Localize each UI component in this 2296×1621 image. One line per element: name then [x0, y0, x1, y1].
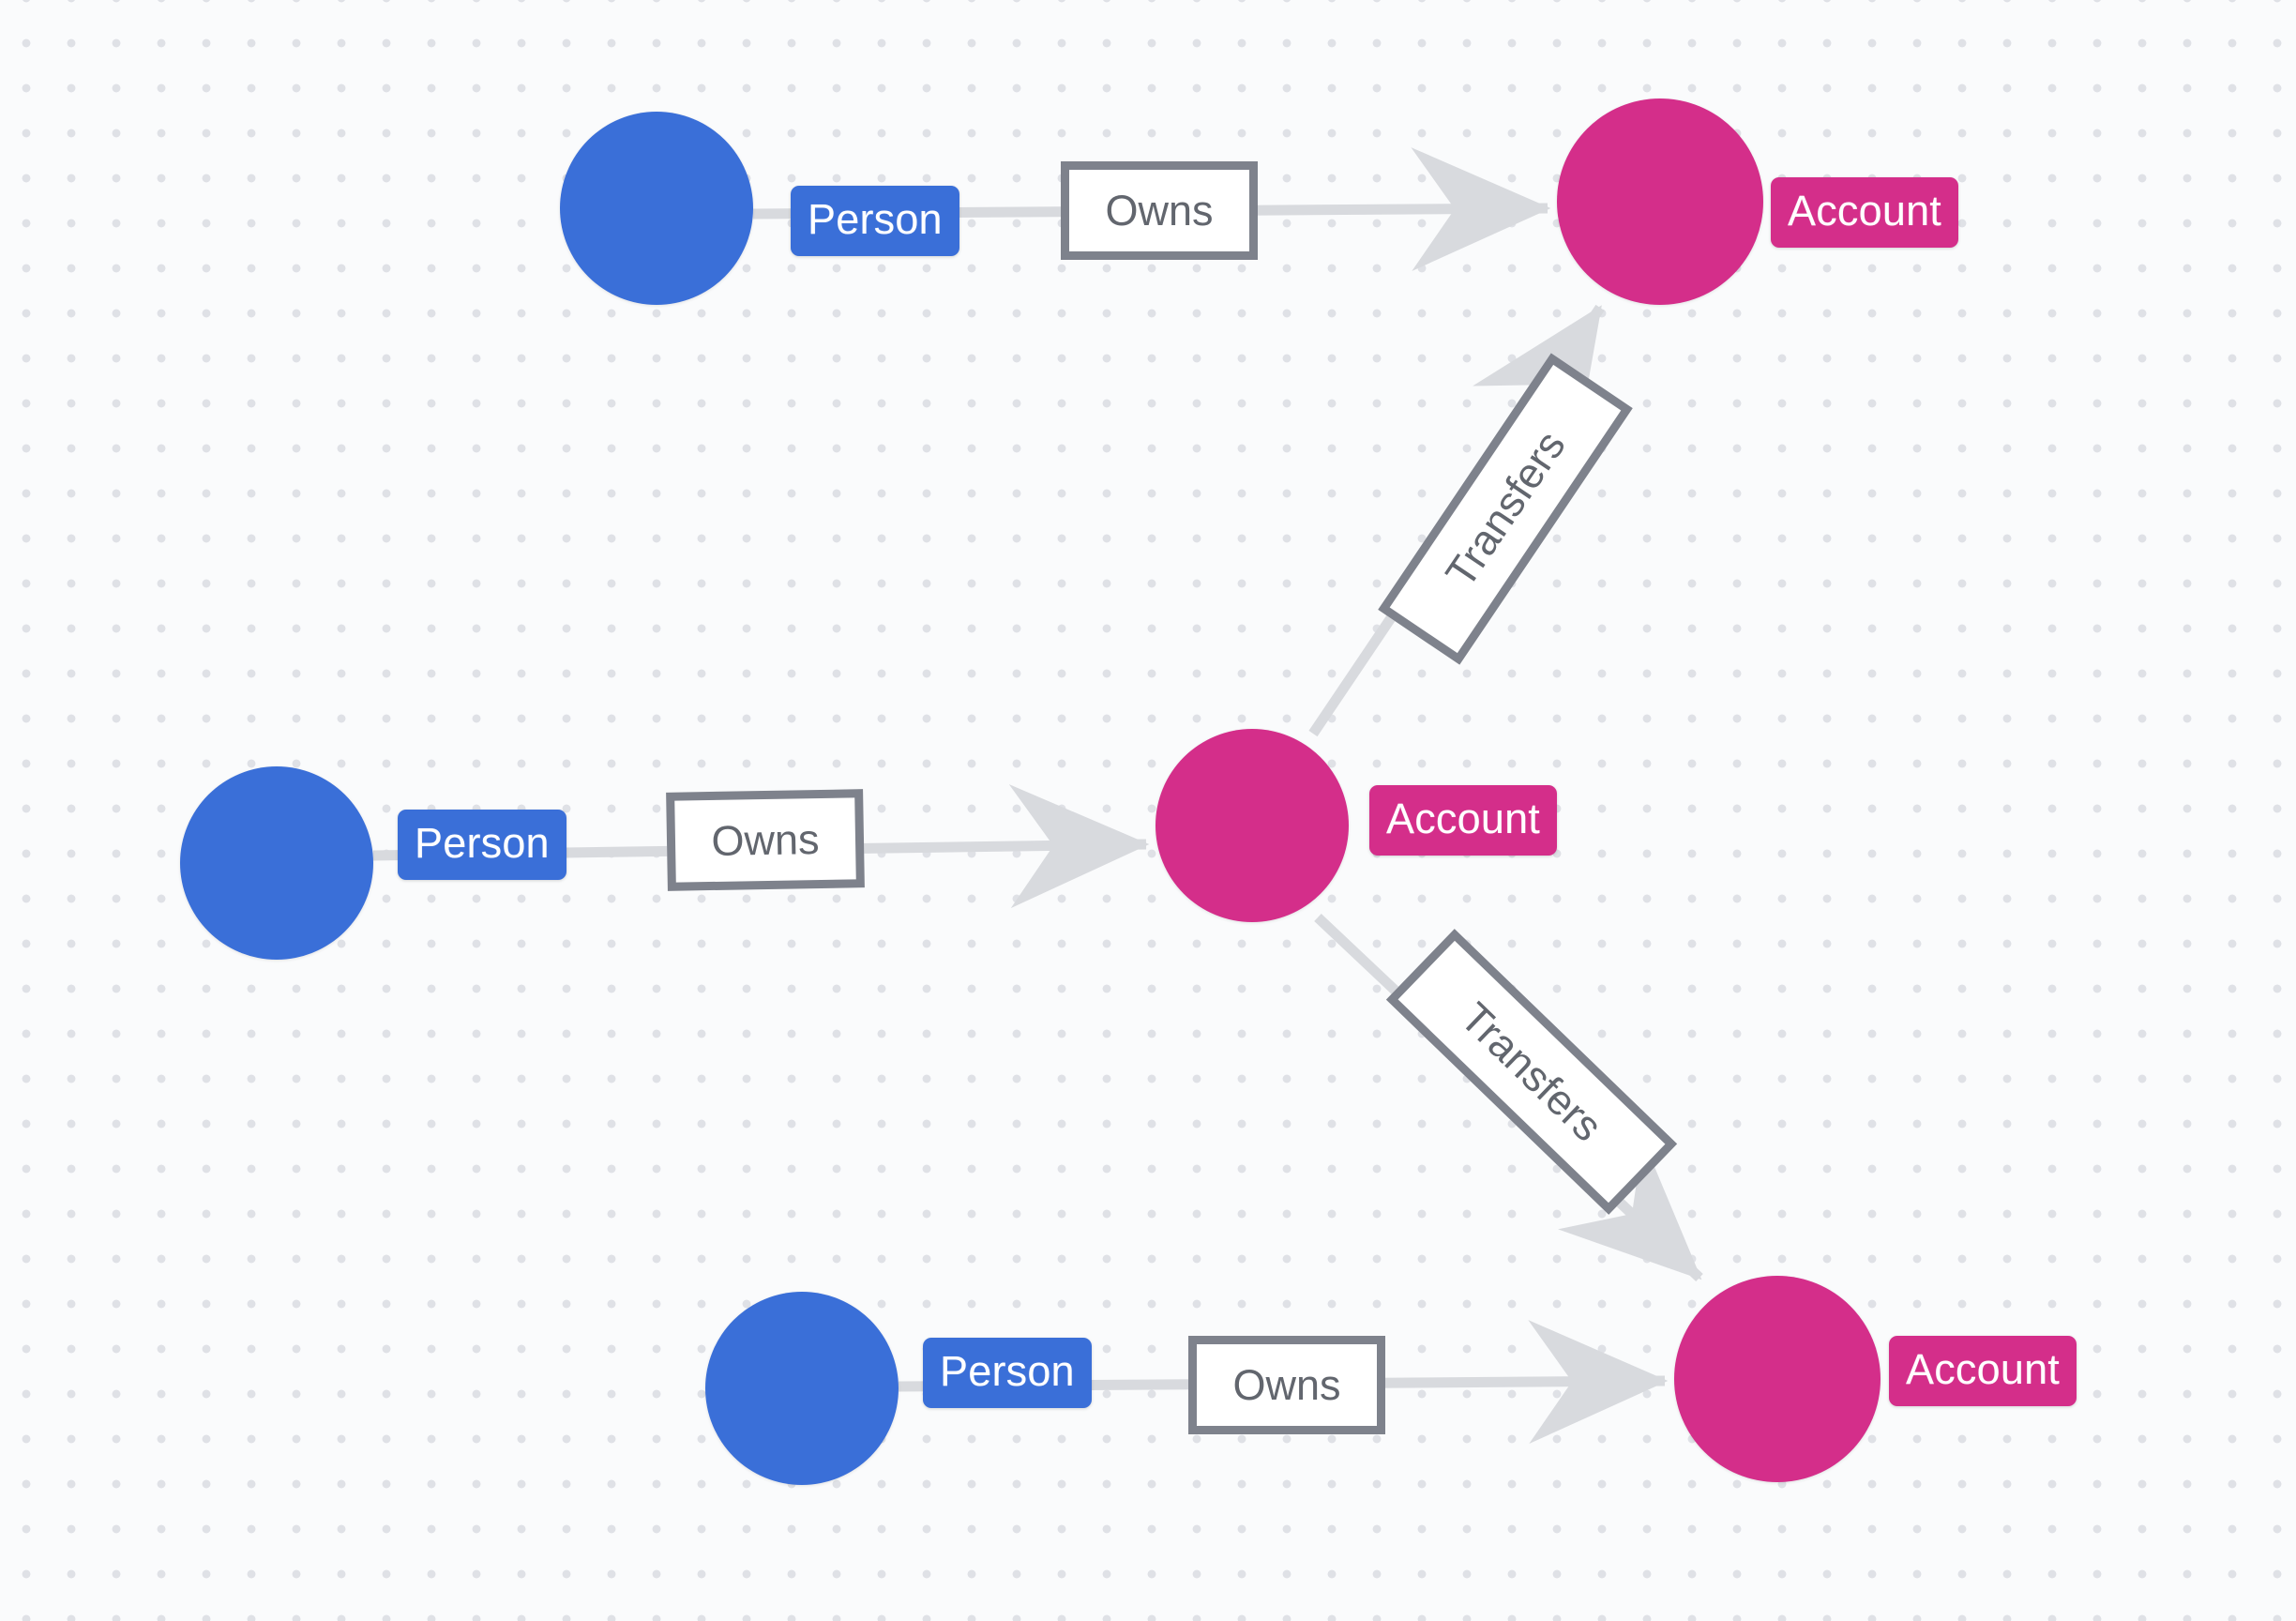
node-label-person-1[interactable]: Person: [791, 186, 959, 256]
edge-label-owns-2[interactable]: Owns: [666, 789, 865, 891]
node-label-account-3[interactable]: Account: [1889, 1336, 2077, 1406]
edge-label-transfers-2[interactable]: Transfers: [1385, 929, 1678, 1215]
node-circle-person-3[interactable]: [705, 1292, 899, 1485]
node-label-person-2[interactable]: Person: [398, 810, 566, 880]
edge-label-owns-1[interactable]: Owns: [1061, 161, 1258, 260]
node-circle-account-2[interactable]: [1156, 729, 1349, 922]
node-circle-person-1[interactable]: [560, 112, 753, 305]
edge-label-owns-3[interactable]: Owns: [1188, 1336, 1385, 1434]
node-label-account-2[interactable]: Account: [1369, 785, 1557, 856]
node-circle-person-2[interactable]: [180, 766, 373, 960]
node-circle-account-1[interactable]: [1557, 98, 1763, 305]
node-label-person-3[interactable]: Person: [923, 1338, 1092, 1408]
node-circle-account-3[interactable]: [1674, 1276, 1881, 1482]
edge-label-transfers-1[interactable]: Transfers: [1378, 353, 1633, 665]
node-label-account-1[interactable]: Account: [1771, 177, 1958, 248]
